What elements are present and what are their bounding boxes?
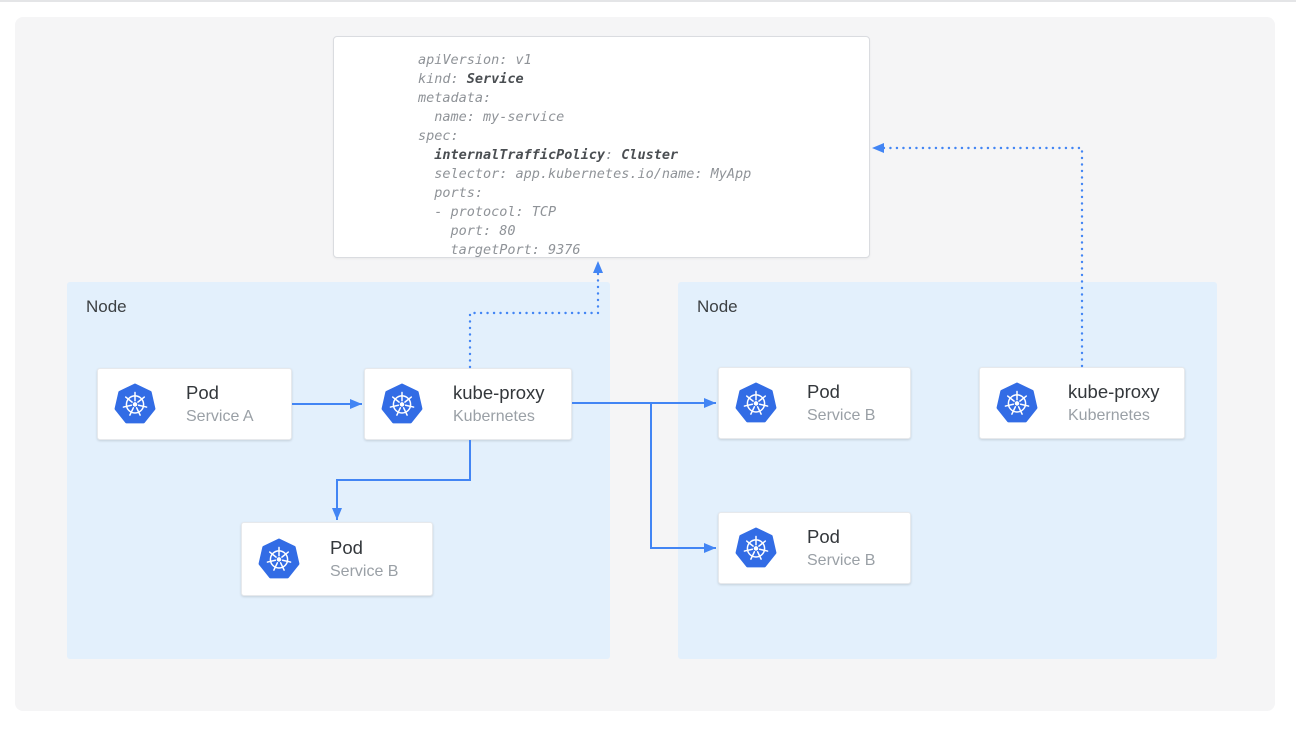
kubernetes-icon	[995, 381, 1039, 425]
yaml-text: Service	[466, 71, 524, 87]
yaml-text: targetPort: 9376	[418, 242, 581, 258]
kubernetes-icon	[380, 382, 424, 426]
yaml-code-line: port: 80	[418, 222, 853, 241]
yaml-code-line: metadata:	[418, 89, 853, 108]
yaml-text	[418, 147, 434, 163]
top-divider	[0, 0, 1296, 2]
yaml-code-line: spec:	[418, 127, 853, 146]
yaml-code-line: internalTrafficPolicy: Cluster	[418, 146, 853, 165]
yaml-text: spec:	[418, 128, 459, 144]
kubernetes-icon	[734, 381, 778, 425]
card-title: Pod	[807, 526, 840, 547]
service-yaml-manifest: apiVersion: v1 kind: Service metadata: n…	[333, 36, 870, 258]
yaml-text: port: 80	[418, 223, 516, 239]
card-title: Pod	[186, 382, 219, 403]
yaml-code-line: targetPort: 9376	[418, 241, 853, 260]
card-subtitle: Service B	[807, 407, 876, 424]
card-title: kube-proxy	[453, 382, 545, 403]
yaml-text: name: my-service	[418, 109, 565, 125]
yaml-code-line: name: my-service	[418, 108, 853, 127]
node-label: Node	[86, 297, 127, 316]
card-subtitle: Kubernetes	[1068, 407, 1150, 424]
card-title: Pod	[807, 381, 840, 402]
yaml-code-line: apiVersion: v1	[418, 51, 853, 70]
node-box-left: Node	[67, 282, 610, 659]
node-label: Node	[697, 297, 738, 316]
yaml-text: apiVersion: v1	[418, 52, 532, 68]
card-subtitle: Service A	[186, 408, 254, 425]
yaml-code-line: ports:	[418, 184, 853, 203]
yaml-text: selector: app.kubernetes.io/name: MyApp	[418, 166, 752, 182]
kubernetes-icon	[113, 382, 157, 426]
card-subtitle: Service B	[330, 563, 399, 580]
yaml-text: ports:	[418, 185, 484, 201]
card-title: Pod	[330, 537, 363, 558]
card-pod-service-b-right-top: Pod Service B	[718, 367, 911, 439]
card-title: kube-proxy	[1068, 381, 1160, 402]
card-kube-proxy-left: kube-proxy Kubernetes	[364, 368, 572, 440]
card-pod-service-a: Pod Service A	[97, 368, 292, 440]
yaml-code-line: selector: app.kubernetes.io/name: MyApp	[418, 165, 853, 184]
yaml-text: - protocol: TCP	[418, 204, 557, 220]
yaml-text: :	[604, 147, 622, 163]
card-pod-service-b-left: Pod Service B	[241, 522, 433, 596]
yaml-text: internalTrafficPolicy	[434, 147, 605, 163]
kubernetes-icon	[734, 526, 778, 570]
yaml-code-line: kind: Service	[418, 70, 853, 89]
card-pod-service-b-right-bottom: Pod Service B	[718, 512, 911, 584]
node-box-right: Node	[678, 282, 1217, 659]
card-subtitle: Kubernetes	[453, 408, 535, 425]
yaml-text: metadata:	[418, 90, 492, 106]
yaml-text: kind:	[418, 71, 467, 87]
kubernetes-icon	[257, 537, 301, 581]
card-kube-proxy-right: kube-proxy Kubernetes	[979, 367, 1185, 439]
card-subtitle: Service B	[807, 552, 876, 569]
yaml-text: Cluster	[621, 147, 679, 163]
yaml-code-line: - protocol: TCP	[418, 203, 853, 222]
